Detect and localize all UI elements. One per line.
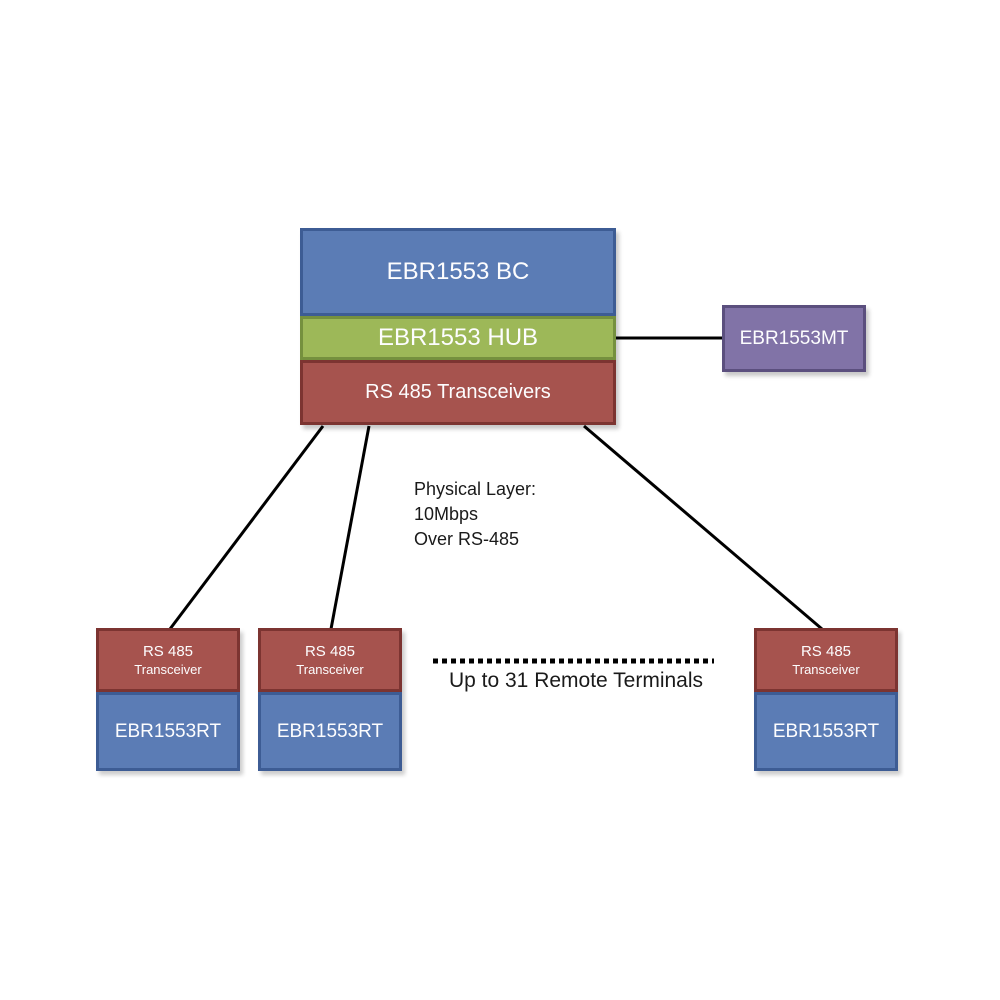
rt1-ebr1553rt-box: EBR1553RT [96, 692, 240, 771]
remote-terminal-unit-1: RS 485 Transceiver EBR1553RT [96, 628, 240, 771]
bus-line-rt1 [168, 425, 325, 630]
main-stack: EBR1553 BC EBR1553 HUB RS 485 Transceive… [300, 228, 616, 425]
ebr1553-hub-label: EBR1553 HUB [377, 324, 539, 351]
physical-layer-line1: Physical Layer: [414, 479, 537, 499]
bus-line-rt2 [329, 425, 371, 630]
ebr1553-bc-box: EBR1553 BC [300, 228, 616, 316]
rt1-transceiver-line2: Transceiver [134, 662, 202, 677]
rt2-transceiver-line1: RS 485 [304, 643, 356, 660]
ebr1553-bc-label: EBR1553 BC [386, 258, 530, 285]
rs485-transceivers-box: RS 485 Transceivers [300, 360, 616, 425]
rt2-ebr1553rt-box: EBR1553RT [258, 692, 402, 771]
remote-terminal-unit-3: RS 485 Transceiver EBR1553RT [754, 628, 898, 771]
rt3-ebr1553rt-box: EBR1553RT [754, 692, 898, 771]
remote-terminal-unit-2: RS 485 Transceiver EBR1553RT [258, 628, 402, 771]
ebr1553-mt-label: EBR1553MT [739, 327, 849, 349]
rs485-transceivers-label: RS 485 Transceivers [365, 381, 551, 403]
rt3-transceiver-line1: RS 485 [800, 643, 852, 660]
ebr1553-hub-box: EBR1553 HUB [300, 316, 616, 360]
remote-terminals-note: Up to 31 Remote Terminals [448, 669, 704, 692]
bus-line-rt3 [583, 424, 823, 631]
rt3-ebr1553rt-label: EBR1553RT [772, 720, 880, 742]
ebr1553-mt-box: EBR1553MT [722, 305, 866, 372]
rt2-transceiver-box: RS 485 Transceiver [258, 628, 402, 692]
rt3-transceiver-box: RS 485 Transceiver [754, 628, 898, 692]
physical-layer-line2: 10Mbps [414, 504, 479, 524]
rt1-transceiver-box: RS 485 Transceiver [96, 628, 240, 692]
physical-layer-line3: Over RS-485 [414, 529, 520, 549]
rt2-ebr1553rt-label: EBR1553RT [276, 720, 384, 742]
rt1-ebr1553rt-label: EBR1553RT [114, 720, 222, 742]
rt3-transceiver-line2: Transceiver [792, 662, 860, 677]
rt1-transceiver-line1: RS 485 [142, 643, 194, 660]
rt2-transceiver-line2: Transceiver [296, 662, 364, 677]
